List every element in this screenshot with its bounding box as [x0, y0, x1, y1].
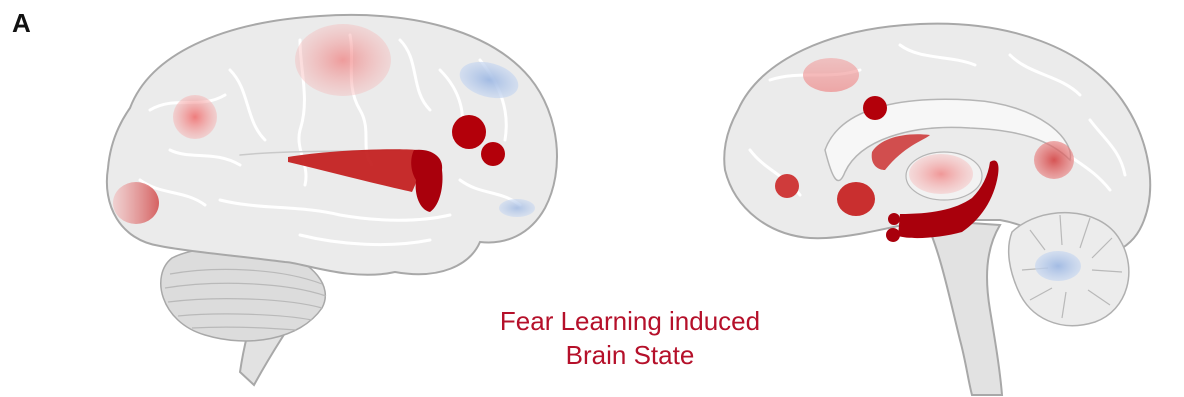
caption-line-2: Brain State: [440, 338, 820, 372]
sagittal-brainstem: [925, 220, 1002, 395]
parietal-node-activation-2: [481, 142, 505, 166]
thalamus-activation: [909, 154, 973, 194]
subgenual-activation: [837, 182, 875, 216]
posterior-cingulate-activation: [1034, 141, 1074, 179]
occipital-deactivation-lower: [499, 199, 535, 217]
amygdala-node-activation-2: [886, 228, 900, 242]
figure-caption: Fear Learning induced Brain State: [440, 304, 820, 372]
precuneus-activation: [803, 58, 859, 92]
parietal-activation: [295, 24, 391, 96]
frontal-activation: [173, 95, 217, 139]
medial-prefrontal-activation: [775, 174, 799, 198]
cerebellum-deactivation: [1035, 251, 1081, 281]
prefrontal-activation: [113, 182, 159, 224]
caption-line-1: Fear Learning induced: [440, 304, 820, 338]
amygdala-node-activation: [888, 213, 900, 225]
parietal-node-activation: [452, 115, 486, 149]
cingulate-node-activation: [863, 96, 887, 120]
